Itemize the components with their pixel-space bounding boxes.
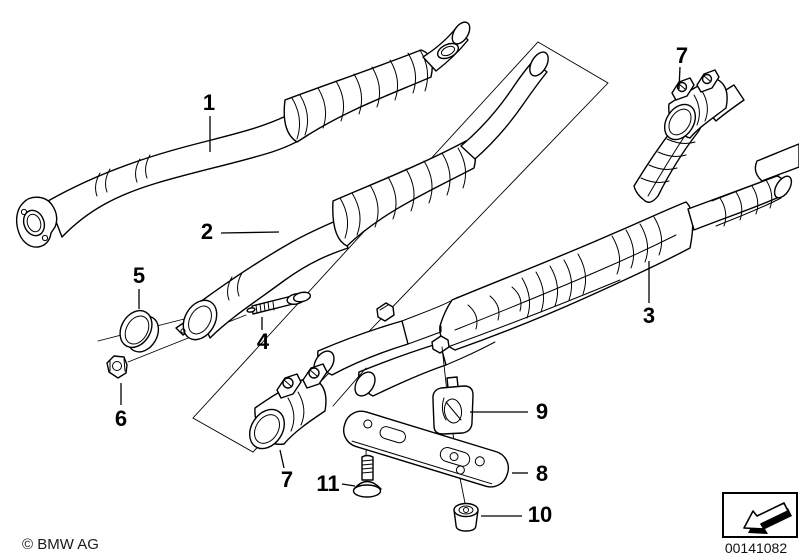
hex-nut (106, 355, 128, 379)
callout-8-8[interactable]: 8 (535, 461, 549, 486)
callout-9-9[interactable]: 9 (535, 399, 549, 424)
callout-7-6[interactable]: 7 (675, 43, 689, 68)
exhaust-clamp-bottom (248, 363, 328, 450)
callout-4-3[interactable]: 4 (256, 329, 270, 354)
front-pipe-1 (15, 21, 471, 248)
grommet (453, 502, 479, 532)
leader-line-11-11 (341, 483, 356, 487)
separator-plane (192, 41, 609, 453)
leader-lines (120, 66, 681, 517)
exhaust-clamp-top (663, 69, 728, 141)
callout-7-7[interactable]: 7 (280, 467, 294, 492)
callout-10-10[interactable]: 10 (527, 502, 553, 527)
leader-line-7-7 (279, 449, 285, 469)
callout-6-5[interactable]: 6 (114, 406, 128, 431)
hex-bolt (352, 454, 382, 498)
pipe-2-joint-ring (175, 299, 218, 341)
pipe-1-flange (15, 196, 58, 248)
pipe-hanger-clip (376, 302, 395, 322)
support-bracket (343, 410, 510, 488)
nav-arrow-button[interactable] (722, 492, 798, 538)
leader-line-7-6 (678, 66, 681, 90)
copyright-text: © BMW AG (22, 536, 99, 553)
rubber-mount (432, 376, 474, 435)
bolt (246, 291, 312, 315)
diagonal-arrow-icon (743, 502, 792, 534)
callout-2-1[interactable]: 2 (200, 219, 214, 244)
leader-line-2-1 (220, 231, 280, 234)
front-pipe-2 (175, 51, 549, 341)
pipe-hanger-clip (431, 335, 450, 354)
callout-3-2[interactable]: 3 (642, 303, 656, 328)
gasket-ring (119, 309, 160, 353)
rear-muffler-assembly (313, 84, 799, 397)
callout-1-0[interactable]: 1 (202, 90, 216, 115)
callout-5-4[interactable]: 5 (132, 263, 146, 288)
callout-11-11[interactable]: 11 (316, 471, 340, 496)
pipe-2-open-end (529, 51, 549, 77)
diagram-part-number: 00141082 (724, 540, 788, 556)
rear-pipe-open-end (773, 175, 793, 199)
